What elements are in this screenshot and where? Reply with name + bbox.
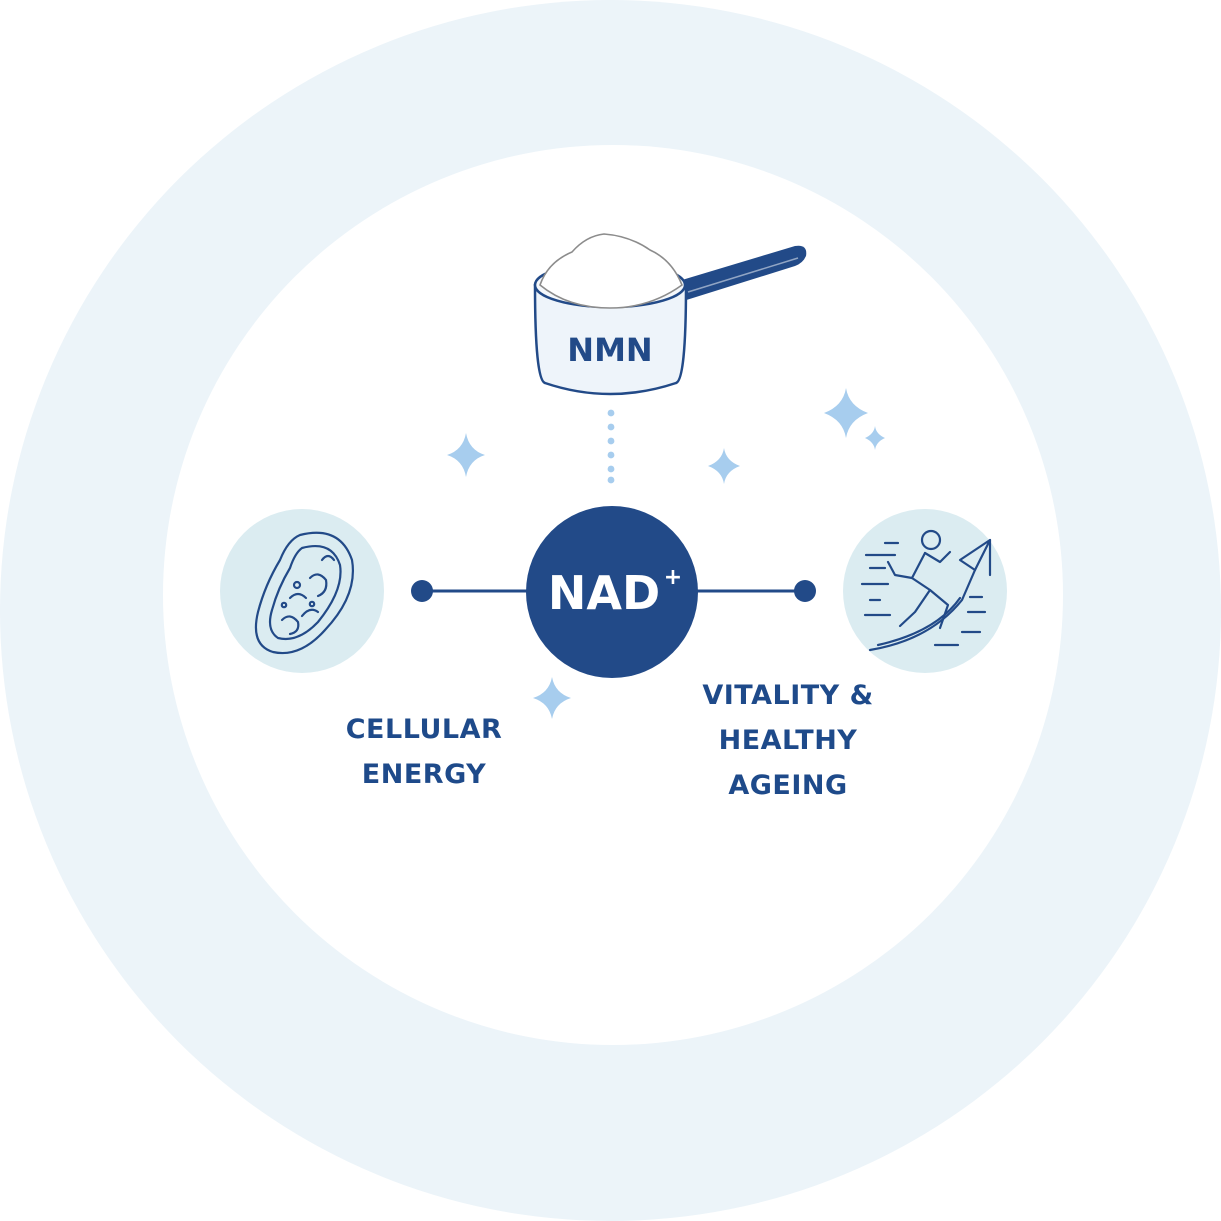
nmn-label: NMN: [567, 331, 652, 369]
nad-node: NAD +: [526, 506, 698, 678]
sparkle-icon: [708, 448, 740, 484]
sparkle-icon: [447, 433, 485, 477]
powder-mound: [539, 233, 683, 309]
left-endpoint-dot: [411, 580, 433, 602]
nad-label: NAD: [548, 566, 660, 620]
nad-superscript: +: [664, 565, 682, 590]
cellular-energy-label: CELLULAR ENERGY: [314, 707, 534, 797]
vitality-line-2: HEALTHY: [718, 725, 858, 756]
vitality-line-3: AGEING: [728, 770, 848, 801]
sparkle-icon: [824, 388, 868, 438]
running-person-arrow-icon: [843, 509, 1007, 673]
scoop-cup: [533, 283, 688, 396]
nmn-scoop: NMN: [533, 233, 807, 396]
sparkle-icons: [447, 388, 885, 719]
right-endpoint-dot: [794, 580, 816, 602]
dotted-connector: [607, 409, 615, 484]
sparkle-icon: [865, 426, 885, 450]
cellular-energy-line-1: CELLULAR: [345, 714, 503, 745]
sparkle-icon: [533, 677, 571, 719]
scoop-handle: [672, 245, 807, 302]
vitality-line-1: VITALITY &: [702, 680, 874, 711]
cellular-energy-line-2: ENERGY: [361, 759, 487, 790]
vitality-ageing-label: VITALITY & HEALTHY AGEING: [678, 673, 898, 808]
mitochondria-icon: [220, 509, 384, 673]
